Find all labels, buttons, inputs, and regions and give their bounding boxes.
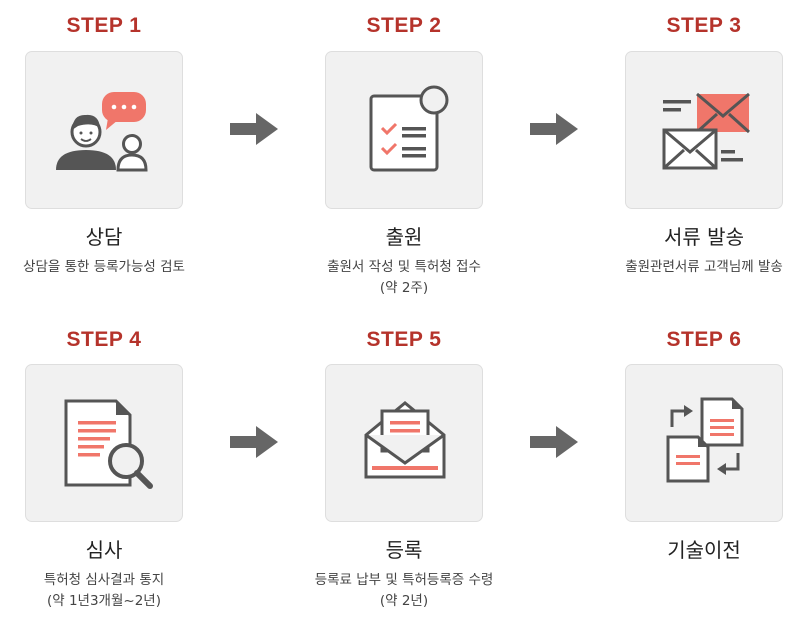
open-envelope-icon	[364, 401, 446, 479]
step-1-label: STEP 1	[66, 14, 142, 37]
document-transfer-icon	[666, 397, 744, 483]
step-5-label: STEP 5	[366, 328, 442, 351]
step-1-title: 상담	[85, 225, 123, 249]
step-5-card	[325, 364, 483, 522]
arrow-right-icon	[530, 426, 578, 458]
step-2-title: 출원	[385, 225, 423, 249]
step-1-desc: 상담을 통한 등록가능성 검토	[23, 259, 185, 275]
arrow-right-icon	[230, 426, 278, 458]
step-4-desc-line-2: (약 1년3개월~2년)	[46, 593, 161, 609]
step-3-title: 서류 발송	[664, 225, 744, 249]
step-6-title: 기술이전	[667, 538, 741, 562]
step-4-desc-line-1: 특허청 심사결과 통지	[43, 572, 165, 588]
step-3-desc: 출원관련서류 고객님께 발송	[625, 259, 783, 275]
arrow-right-icon	[230, 113, 278, 145]
step-2-label: STEP 2	[366, 14, 442, 37]
step-2-card	[325, 51, 483, 209]
step-4-card	[25, 364, 183, 522]
step-2-desc-line-2: (약 2주)	[379, 280, 429, 296]
step-6-label: STEP 6	[666, 328, 742, 351]
step-3-card	[625, 51, 783, 209]
step-5-desc-line-1: 등록료 납부 및 특허등록증 수령	[314, 572, 494, 588]
step-1-card	[25, 51, 183, 209]
step-4-title: 심사	[85, 538, 123, 562]
document-search-icon	[64, 399, 153, 489]
step-2-desc-line-1: 출원서 작성 및 특허청 접수	[327, 259, 481, 275]
mail-envelopes-icon	[662, 92, 751, 170]
step-6-card	[625, 364, 783, 522]
step-5-desc-line-2: (약 2년)	[379, 593, 429, 609]
arrow-right-icon	[530, 113, 578, 145]
step-4-label: STEP 4	[66, 328, 142, 351]
checklist-document-icon	[369, 85, 449, 172]
consultation-icon	[56, 92, 148, 172]
step-3-label: STEP 3	[666, 14, 742, 37]
step-5-title: 등록	[385, 538, 423, 562]
